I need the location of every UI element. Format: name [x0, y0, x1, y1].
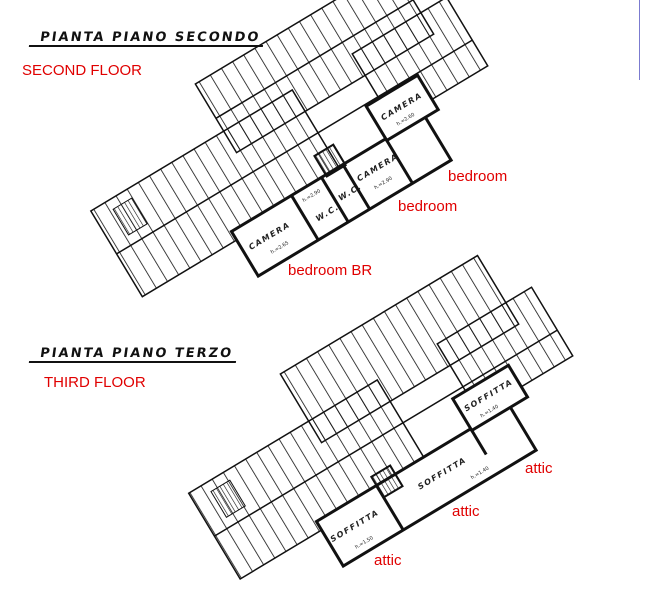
- stair: [112, 197, 149, 236]
- second-floor-plan: CAMERA h.=2.60 CAMERA h.=2.90 W.C. W.C. …: [89, 0, 489, 298]
- wall: [215, 0, 414, 119]
- second-floor-label: SECOND FLOOR: [22, 62, 143, 79]
- annotation-bedroom-br: bedroom BR: [288, 262, 373, 279]
- page-edge-line: [639, 0, 640, 80]
- annotation-attic-3: attic: [374, 552, 402, 569]
- wall: [369, 464, 404, 499]
- annotation-attic-2: attic: [452, 503, 480, 520]
- third-floor-plan: SOFFITTA h.=1.40 SOFFITTA h.=1.40 SOFFIT…: [187, 254, 574, 581]
- wall: [313, 143, 348, 178]
- stair: [210, 479, 246, 518]
- annotation-bedroom-2: bedroom: [398, 198, 458, 215]
- wall: [469, 428, 488, 456]
- wall: [320, 176, 350, 223]
- third-floor-label: THIRD FLOOR: [44, 374, 146, 391]
- wall: [116, 39, 473, 255]
- wall: [214, 329, 558, 537]
- annotation-bedroom-1: bedroom: [448, 168, 508, 185]
- wall: [384, 138, 414, 185]
- wall: [290, 194, 320, 241]
- annotation-attic-1: attic: [525, 460, 553, 477]
- roof-upper: [279, 254, 520, 444]
- wall: [341, 163, 371, 210]
- wall: [450, 363, 530, 433]
- wall: [364, 73, 441, 143]
